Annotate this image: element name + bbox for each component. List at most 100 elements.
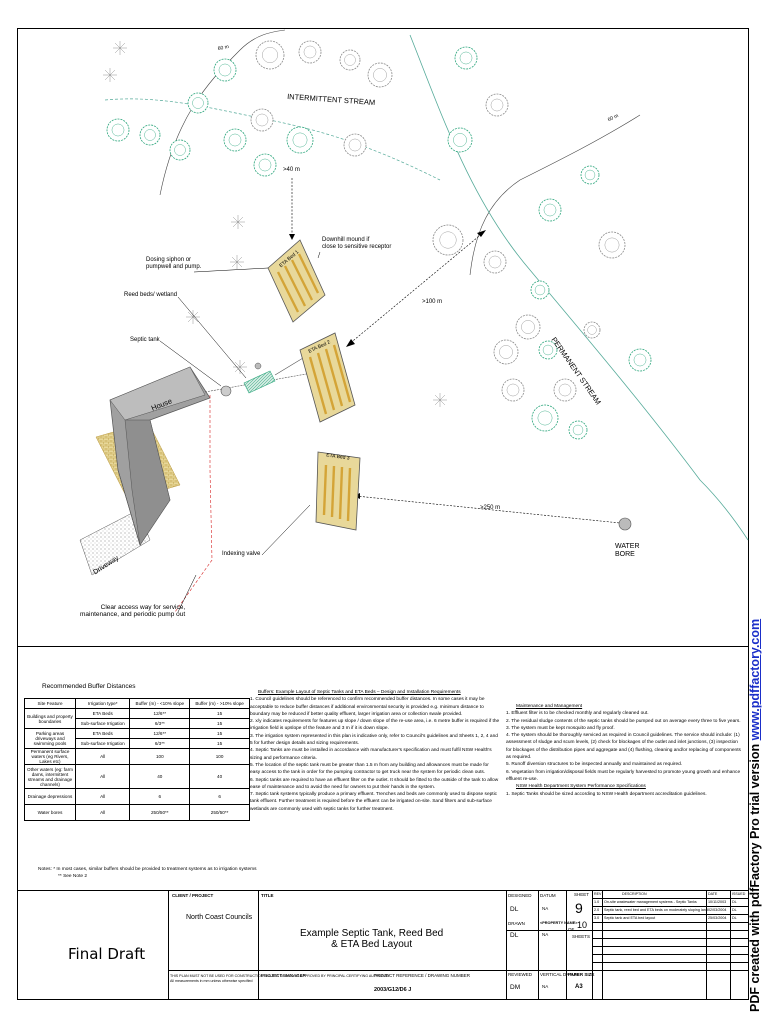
tree-icon (223, 128, 247, 152)
datum-value-3: NA (542, 932, 549, 937)
shrub-icon (104, 74, 111, 81)
tree-icon (515, 314, 541, 340)
trees (103, 40, 652, 440)
requirement-item: 5. The location of the septic tank must … (250, 762, 489, 776)
titleblock-divider (17, 890, 749, 891)
downhill-mound-label: Downhill mound if close to sensitive rec… (322, 237, 392, 250)
tree-inner-icon (604, 237, 620, 253)
requirement-item: 3. The irrigation system represented in … (250, 733, 498, 747)
tree-icon (598, 231, 626, 259)
buffer-table-cell: 40 (129, 764, 191, 789)
shrub-icon (236, 256, 243, 263)
maintenance-subtitle: NSW Health Department System Performance… (516, 784, 646, 790)
watermark-text: PDF created with pdfFactory Pro trial ve… (748, 740, 762, 1012)
requirement-item: 1. Council guidelines should be referenc… (250, 697, 485, 717)
sheet-total: 10 (577, 920, 588, 930)
revision-header: ISSUED (732, 892, 746, 896)
tree-icon (501, 378, 525, 402)
buffer-table-cell: 15 (189, 708, 250, 719)
shrub-icon (439, 394, 446, 401)
tree-inner-icon (144, 129, 156, 141)
buffer-table-cell: All (74, 748, 131, 765)
buffer-table-row: Parking areas driveways and swimming poo… (24, 728, 250, 749)
buffer-table-cell: 15 (189, 718, 250, 729)
tree-icon (628, 348, 652, 372)
requirement-item: 6. Septic tanks are required to have an … (250, 777, 499, 790)
tree-icon (286, 126, 314, 154)
tree-icon (432, 224, 464, 256)
dist-100-arrow (347, 231, 485, 346)
tree-inner-icon (506, 383, 520, 397)
shrub-icon (239, 361, 246, 368)
designed-value: DL (510, 906, 519, 913)
disclaimer: THIS PLAN MUST NOT BE USED FOR CONSTRUCT… (170, 974, 390, 983)
tree-icon (187, 92, 209, 114)
shrub-icon (239, 366, 246, 373)
buffer-note-2: ** See Note 2 (58, 874, 88, 880)
buffer-table-cell: 6 (129, 788, 191, 805)
tree-icon (367, 62, 393, 88)
sheet-label: SHEET (574, 892, 590, 897)
reviewed-label: REVIEWED (508, 972, 533, 977)
tree-inner-icon (439, 231, 457, 249)
tree-inner-icon (255, 113, 269, 127)
buffer-table-cell: All (74, 804, 131, 821)
tree-inner-icon (521, 320, 535, 334)
access-way-label: Clear access way for service, maintenanc… (80, 604, 186, 619)
tree-icon (255, 40, 285, 70)
tree-inner-icon (292, 132, 308, 148)
buffer-table-cell: 6/3** (129, 718, 191, 729)
shrub-icon (434, 399, 441, 406)
dist-100-label: >100 m (422, 299, 443, 305)
tree-icon (538, 340, 558, 360)
shrub-icon (237, 216, 244, 223)
title-heading: TITLE (261, 893, 274, 898)
shrub-icon (187, 316, 194, 323)
reference-label: PROJECT REFERENCE / DRAWING NUMBER (374, 973, 471, 978)
tree-icon (583, 321, 601, 339)
buffer-table-cell: All (74, 788, 131, 805)
tree-inner-icon (348, 138, 362, 152)
shrub-icon (231, 261, 238, 268)
buffer-table-cell: 15 (189, 738, 250, 749)
buffer-table-cell: Drainage depressions (24, 788, 76, 805)
pdf-watermark: PDF created with pdfFactory Pro trial ve… (748, 619, 762, 1012)
watermark-link[interactable]: www.pdffactory.com (748, 618, 762, 741)
client-name: North Coast Councils (186, 914, 253, 921)
drawing-frame (17, 28, 749, 1000)
datum-value-2: <PROPERTY NAME> (540, 921, 578, 925)
buffer-table-cell: 15 (189, 728, 250, 739)
revision-cell: 02/03/2004 (708, 908, 727, 912)
maintenance-item: 3. The system must be kept mosquito and … (506, 725, 615, 731)
buffer-table-cell: 12/6** (129, 728, 191, 739)
tree-inner-icon (459, 51, 473, 65)
client-heading: CLIENT / PROJECT (172, 893, 214, 898)
buffer-table-cell: 6/3** (129, 738, 191, 749)
revision-cell: 1.0 (594, 900, 600, 904)
shrub-icon (109, 74, 116, 81)
tree-inner-icon (228, 133, 242, 147)
eta-bed-2 (299, 332, 356, 423)
paper-size-label: PAPER SIZE (568, 972, 595, 977)
buffer-table-cell: Sub-surface Irrigation (74, 718, 131, 729)
shrub-icon (439, 399, 446, 406)
requirements-section: Buffers: Example Layout of Septic Tanks … (250, 689, 500, 813)
tree-inner-icon (537, 410, 553, 426)
buffer-table-cell: Water bores (24, 804, 76, 821)
tree-inner-icon (373, 68, 387, 82)
shrub-icon (192, 316, 199, 323)
tree-icon (447, 127, 473, 153)
tree-icon (485, 93, 509, 117)
septic-tank-label: Septic tank (130, 337, 160, 343)
buffer-table-cell: ETA Beds (74, 708, 131, 719)
drawn-value: DL (510, 932, 519, 939)
shrub-icon (231, 256, 238, 263)
buffer-table-cell: Sub-surface Irrigation (74, 738, 131, 749)
revision-cell: 2.0 (594, 908, 600, 912)
reviewed-value: DM (510, 984, 521, 991)
dist-250-arrow (355, 495, 621, 524)
dosing-siphon-label: Dosing siphon or pumpwell and pump. (146, 257, 202, 270)
